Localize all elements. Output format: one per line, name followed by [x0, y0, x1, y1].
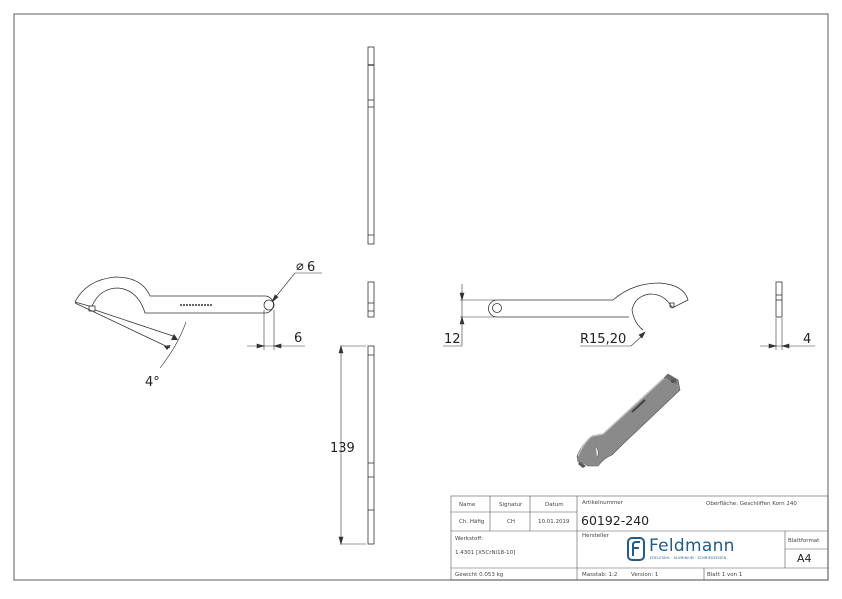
dimension-hole-offset-label: 6	[294, 331, 302, 346]
drafter-signature: CH	[507, 519, 515, 525]
material-value: 1.4301 [X5CrNi18-10]	[455, 550, 516, 556]
dimension-radius	[580, 331, 646, 347]
angle-arrow	[164, 345, 171, 350]
sheet-number: Blatt 1 von 1	[707, 572, 743, 578]
sheet-format-label: Blattformat	[788, 538, 820, 544]
dimension-thickness-label: 4	[803, 332, 811, 347]
feldmann-logo: Feldmann EDELSTAHL · ALUMINIUM · SCHMIED…	[627, 536, 787, 563]
side-view-bottom	[367, 345, 375, 545]
end-view-right	[775, 281, 783, 318]
dimension-diameter-label: 6	[307, 260, 315, 275]
drawing-date: 10.01.2019	[538, 519, 570, 525]
dimension-length-label: 139	[330, 441, 355, 456]
drawing-frame	[13, 13, 829, 581]
article-number: 60192-240	[581, 513, 650, 528]
sheet-format: A4	[797, 552, 812, 565]
article-label: Artikelnummer	[582, 500, 623, 506]
dimension-diameter-symbol: ⌀	[296, 259, 304, 274]
diameter-leader	[271, 272, 322, 303]
version: Version: 1	[631, 572, 659, 578]
drafter-name: Ch. Häfig	[459, 519, 485, 525]
logo-tagline: EDELSTAHL · ALUMINIUM · SCHMIEDEEISEN	[650, 556, 727, 560]
header-signature: Signatur	[499, 502, 523, 508]
material-label: Werkstoff:	[455, 536, 483, 542]
wrench-front-right	[488, 282, 689, 331]
dimension-bar-width-label: 12	[444, 332, 461, 347]
header-name: Name	[459, 502, 476, 508]
wrench-isometric-view	[576, 373, 681, 468]
side-view-top	[367, 46, 375, 245]
dimension-angle-label: 4°	[145, 375, 160, 390]
dimension-thickness	[760, 318, 815, 350]
logo-name: Feldmann	[649, 536, 735, 556]
dimension-radius-label: R15,20	[580, 332, 626, 347]
title-block: Name Signatur Datum Ch. Häfig CH 10.01.2…	[451, 496, 828, 580]
dimension-hole-offset	[247, 310, 305, 350]
dimension-length	[338, 344, 366, 546]
wrench-front-left	[74, 276, 275, 369]
weight: Gewicht 0.053 kg	[455, 572, 504, 578]
angle-arrow	[171, 334, 178, 340]
surface-finish: Oberfläche: Geschliffen Korn 240	[706, 501, 797, 507]
title-block-grid	[450, 495, 829, 581]
feldmann-logo-icon	[627, 537, 645, 561]
dimension-bar-width	[443, 284, 495, 347]
scale: Masstab: 1:2	[582, 572, 618, 578]
header-date: Datum	[545, 502, 564, 508]
manufacturer-label: Hersteller	[582, 533, 609, 539]
end-view-center	[367, 281, 375, 318]
